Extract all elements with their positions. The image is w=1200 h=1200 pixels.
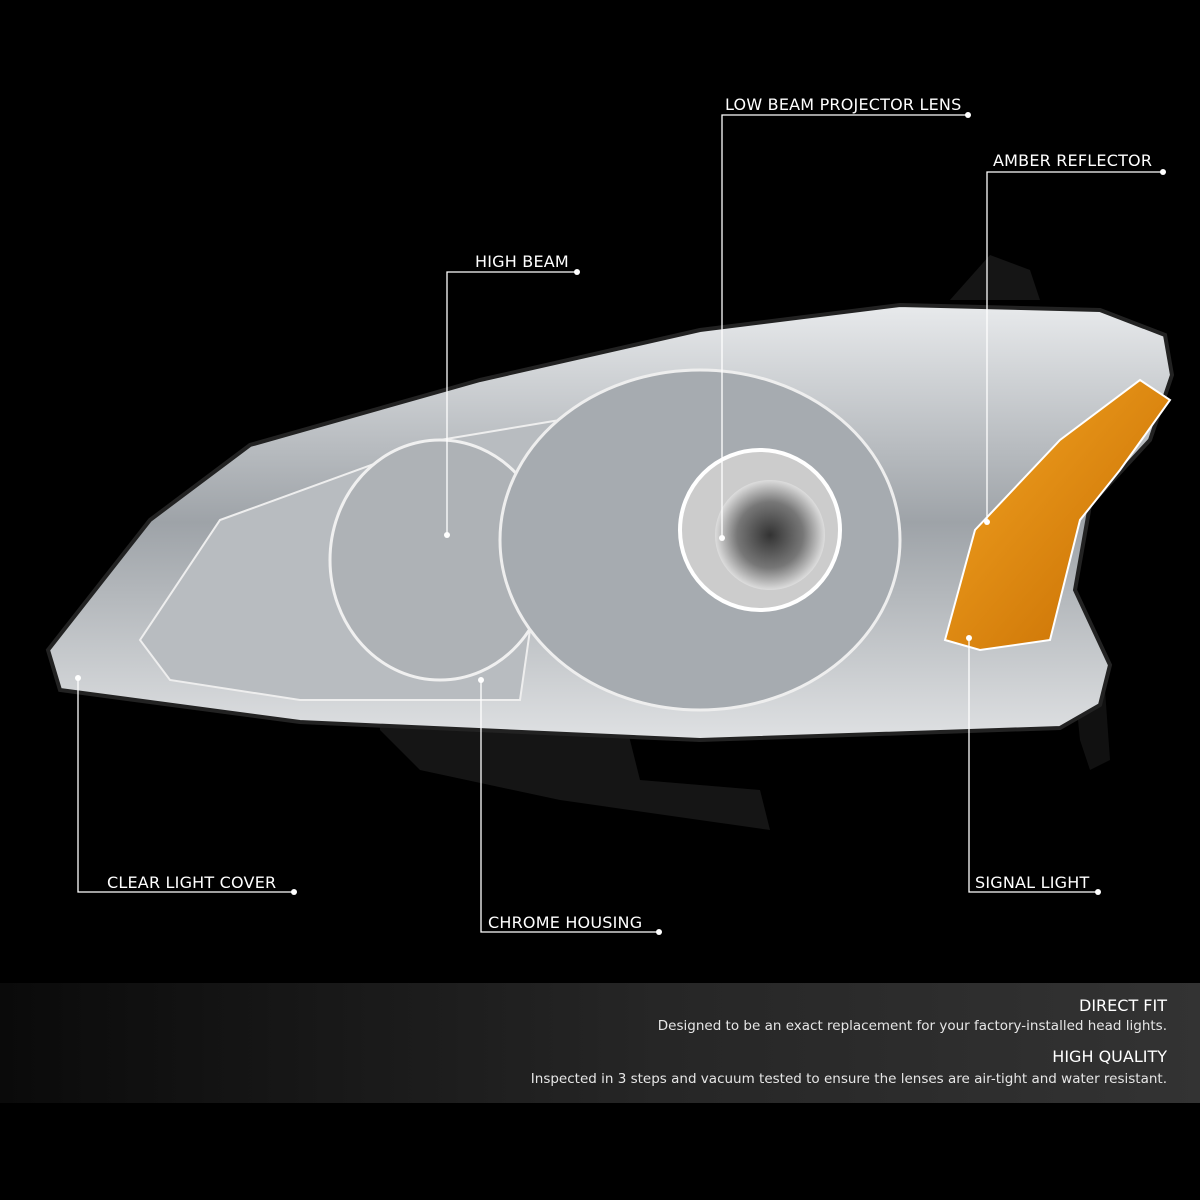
callout-lines [77,114,1163,933]
headlight-body [45,255,1175,830]
callout-chrome-housing: CHROME HOUSING [488,913,643,932]
callout-low-beam-projector-lens: LOW BEAM PROJECTOR LENS [725,95,962,114]
feature-title: DIRECT FIT [1079,996,1167,1015]
callout-amber-reflector: AMBER REFLECTOR [993,151,1153,170]
features-band: DIRECT FIT Designed to be an exact repla… [0,983,1200,1103]
callout-signal-light: SIGNAL LIGHT [975,873,1090,892]
feature-text: Inspected in 3 steps and vacuum tested t… [530,1071,1167,1087]
feature-title: HIGH QUALITY [1052,1047,1167,1066]
callout-high-beam: HIGH BEAM [475,252,569,271]
callout-clear-light-cover: CLEAR LIGHT COVER [107,873,277,892]
callout-dots [75,112,1166,935]
feature-text: Designed to be an exact replacement for … [657,1018,1167,1034]
